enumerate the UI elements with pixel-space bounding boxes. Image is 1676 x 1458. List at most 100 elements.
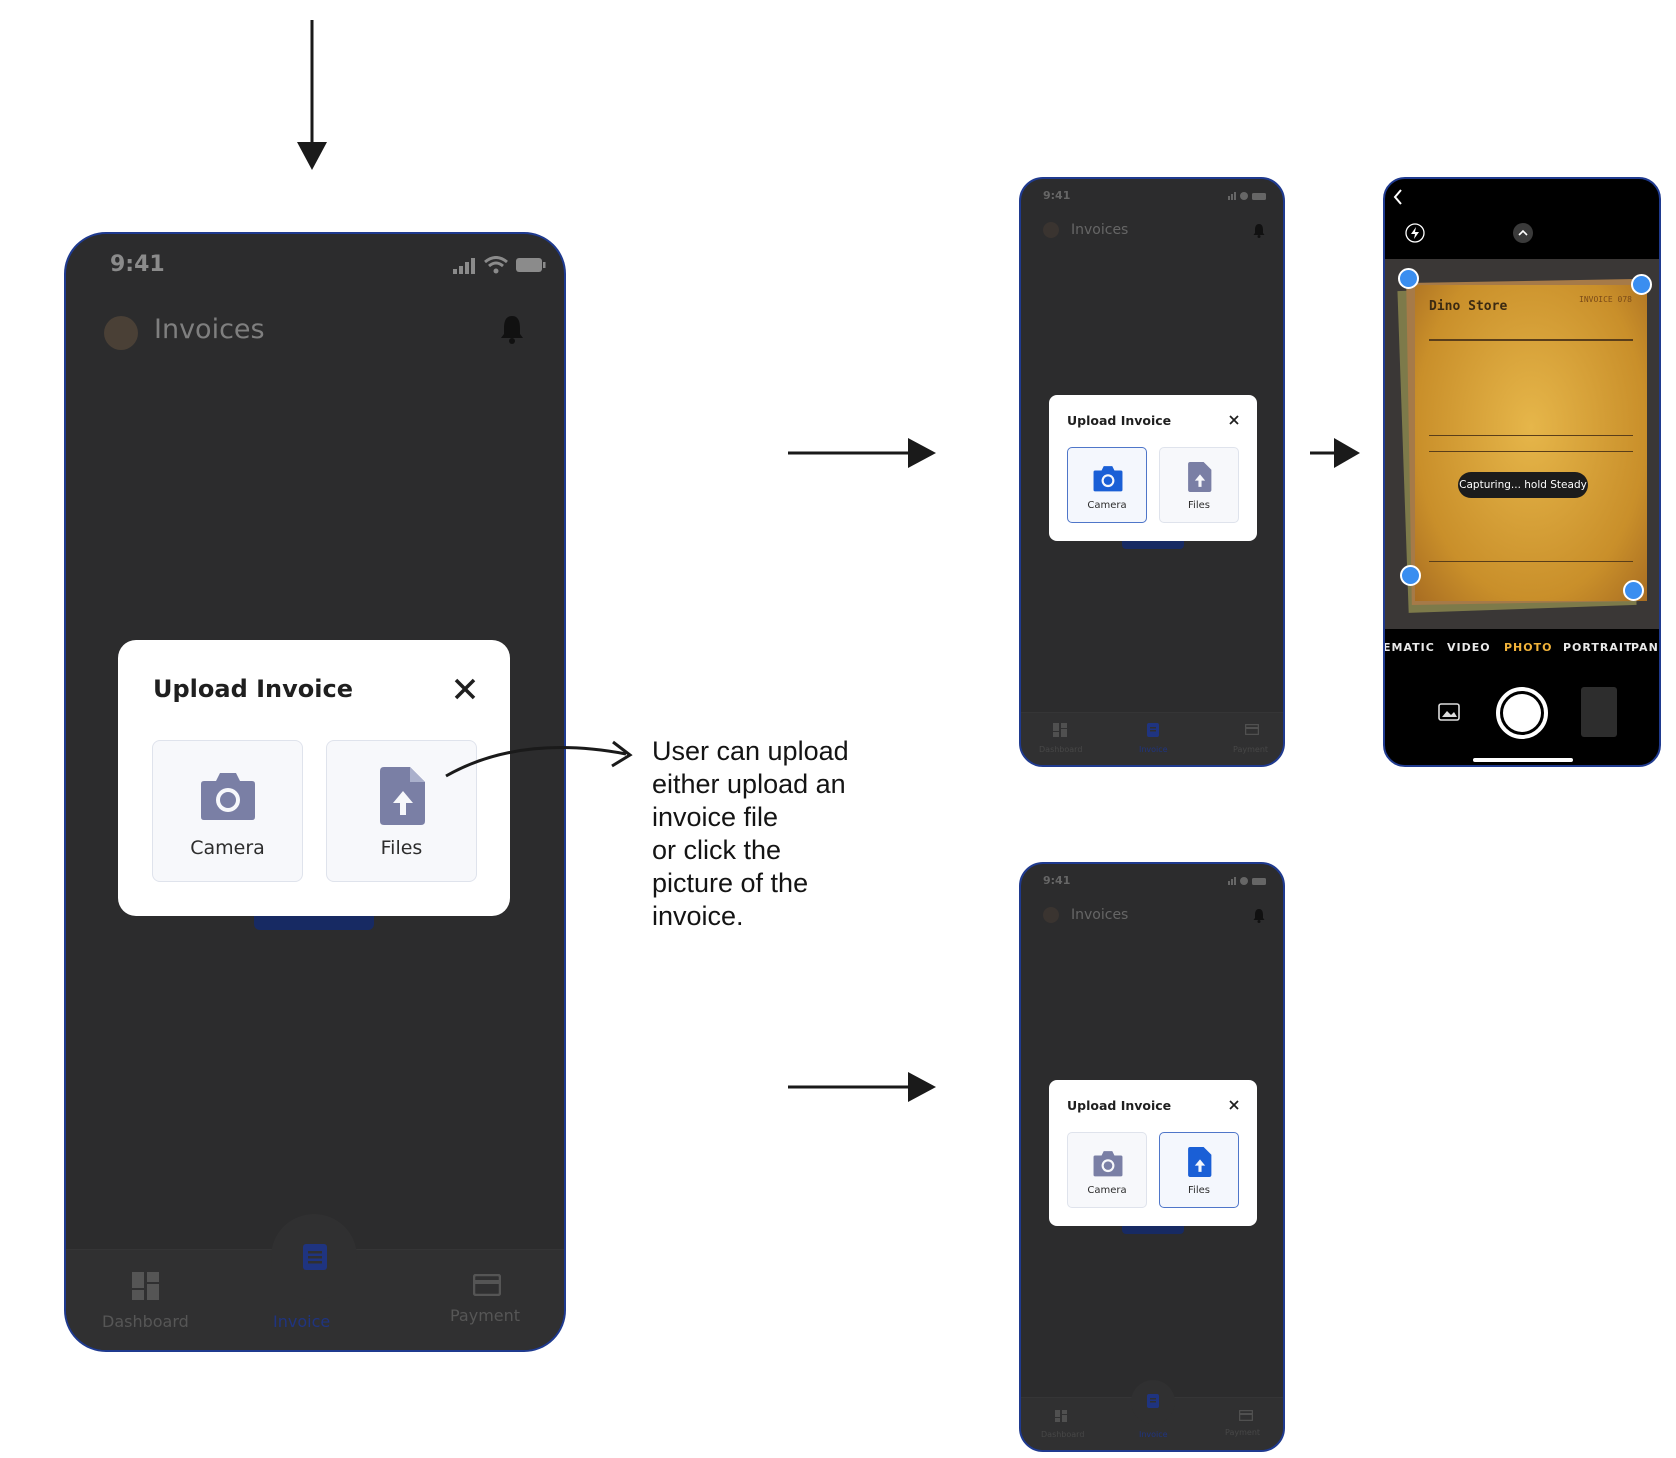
document-store-name: Dino Store bbox=[1429, 299, 1508, 314]
annotation-line: User can upload bbox=[652, 736, 849, 766]
invoice-tab-icon[interactable] bbox=[1147, 1394, 1159, 1408]
annotation-text: User can upload either upload an invoice… bbox=[652, 735, 892, 933]
annotation-pointer-arrow bbox=[445, 740, 633, 778]
camera-icon bbox=[200, 771, 256, 821]
flash-icon[interactable] bbox=[1405, 223, 1425, 243]
invoice-tab-icon[interactable] bbox=[1147, 723, 1159, 737]
close-icon[interactable] bbox=[1229, 415, 1239, 425]
modal-title: Upload Invoice bbox=[1067, 413, 1172, 428]
tab-payment[interactable]: Payment bbox=[1233, 745, 1269, 754]
tab-dashboard[interactable]: Dashboard bbox=[1041, 1430, 1085, 1439]
camera-capture-screen: Dino Store INVOICE 078 Capturing... hold… bbox=[1383, 177, 1661, 767]
page-title: Invoices bbox=[1071, 907, 1129, 923]
camera-option-button[interactable]: Camera bbox=[1067, 447, 1147, 523]
avatar[interactable] bbox=[1043, 222, 1059, 238]
capturing-toast: Capturing... hold Steady bbox=[1458, 472, 1588, 498]
tab-invoice[interactable]: Invoice bbox=[1139, 745, 1168, 754]
dashboard-icon[interactable] bbox=[1053, 723, 1067, 737]
phone-camera-selected: 9:41 Invoices Dashboard Invoice Payment … bbox=[1019, 177, 1285, 767]
mode-video[interactable]: VIDEO bbox=[1447, 641, 1491, 654]
tab-payment[interactable]: Payment bbox=[450, 1306, 521, 1325]
shutter-button[interactable] bbox=[1496, 687, 1548, 739]
battery-icon bbox=[1228, 192, 1268, 200]
page-title: Invoices bbox=[1071, 222, 1129, 238]
crop-handle[interactable] bbox=[1631, 274, 1652, 295]
file-upload-icon bbox=[380, 767, 426, 825]
tab-dashboard[interactable]: Dashboard bbox=[102, 1312, 189, 1331]
file-upload-icon bbox=[1188, 462, 1212, 492]
mode-portrait[interactable]: PORTRAIT bbox=[1563, 641, 1633, 654]
back-chevron-icon[interactable] bbox=[1393, 189, 1403, 205]
wifi-icon bbox=[484, 256, 508, 274]
camera-icon bbox=[1093, 1150, 1123, 1177]
document-heading: INVOICE 078 bbox=[1579, 295, 1632, 304]
invoice-document: Dino Store INVOICE 078 bbox=[1415, 285, 1647, 601]
signal-icon bbox=[453, 258, 477, 274]
status-time: 9:41 bbox=[110, 252, 165, 277]
flow-arrow-right-top bbox=[788, 438, 936, 468]
document-rule bbox=[1429, 561, 1633, 562]
files-option-button[interactable]: Files bbox=[1159, 447, 1239, 523]
bottom-tab-bar: Dashboard Invoice Payment bbox=[66, 1214, 564, 1350]
camera-option-label: Camera bbox=[1087, 1185, 1127, 1196]
card-icon[interactable] bbox=[1239, 1410, 1253, 1421]
upload-invoice-modal: Upload Invoice Camera Files bbox=[1049, 395, 1257, 541]
files-option-button[interactable]: Files bbox=[326, 740, 477, 882]
annotation-line: invoice. bbox=[652, 901, 744, 931]
camera-option-button[interactable]: Camera bbox=[1067, 1132, 1147, 1208]
tab-dashboard[interactable]: Dashboard bbox=[1039, 745, 1083, 754]
tab-payment[interactable]: Payment bbox=[1225, 1428, 1261, 1437]
tab-invoice[interactable]: Invoice bbox=[1139, 1430, 1168, 1439]
modal-title: Upload Invoice bbox=[153, 675, 353, 703]
crop-handle[interactable] bbox=[1623, 580, 1644, 601]
camera-icon bbox=[1093, 465, 1123, 492]
status-time: 9:41 bbox=[1043, 874, 1071, 887]
battery-icon bbox=[516, 257, 546, 273]
crop-handle[interactable] bbox=[1398, 268, 1419, 289]
mode-pano[interactable]: PANO bbox=[1631, 641, 1659, 654]
gallery-icon[interactable] bbox=[1438, 703, 1460, 721]
flow-arrow-down bbox=[297, 20, 327, 170]
upload-invoice-modal: Upload Invoice Camera Files bbox=[1049, 1080, 1257, 1226]
files-option-label: Files bbox=[1188, 1185, 1210, 1196]
close-icon[interactable] bbox=[1229, 1100, 1239, 1110]
card-icon[interactable] bbox=[1245, 724, 1259, 735]
file-upload-icon bbox=[1188, 1147, 1212, 1177]
files-option-label: Files bbox=[380, 837, 423, 859]
flow-arrow-right-camera bbox=[1310, 438, 1360, 468]
crop-handle[interactable] bbox=[1400, 565, 1421, 586]
bell-icon[interactable] bbox=[500, 314, 524, 344]
page-title: Invoices bbox=[154, 314, 265, 345]
avatar[interactable] bbox=[1043, 907, 1059, 923]
close-icon[interactable] bbox=[454, 678, 476, 700]
status-time: 9:41 bbox=[1043, 189, 1071, 202]
tab-invoice[interactable]: Invoice bbox=[273, 1312, 331, 1331]
flow-arrow-right-bottom bbox=[788, 1072, 936, 1102]
home-indicator bbox=[1473, 758, 1573, 762]
bell-icon[interactable] bbox=[1253, 223, 1265, 238]
expand-up-icon[interactable] bbox=[1513, 223, 1533, 243]
bell-icon[interactable] bbox=[1253, 908, 1265, 923]
mode-cinematic[interactable]: EMATIC bbox=[1383, 641, 1435, 654]
camera-option-label: Camera bbox=[1087, 500, 1127, 511]
invoice-tab-icon[interactable] bbox=[303, 1244, 327, 1270]
files-option-button[interactable]: Files bbox=[1159, 1132, 1239, 1208]
avatar[interactable] bbox=[104, 316, 138, 350]
modal-title: Upload Invoice bbox=[1067, 1098, 1172, 1113]
document-rule bbox=[1429, 435, 1633, 436]
annotation-line: picture of the bbox=[652, 868, 809, 898]
dashboard-icon[interactable] bbox=[1055, 1410, 1067, 1422]
phone-files-selected: 9:41 Invoices Dashboard Invoice Payment … bbox=[1019, 862, 1285, 1452]
mode-photo[interactable]: PHOTO bbox=[1504, 641, 1553, 654]
annotation-line: or click the bbox=[652, 835, 782, 865]
camera-option-button[interactable]: Camera bbox=[152, 740, 303, 882]
document-rule bbox=[1429, 339, 1633, 341]
camera-viewfinder: Dino Store INVOICE 078 Capturing... hold… bbox=[1385, 259, 1659, 629]
camera-switch-button[interactable] bbox=[1581, 687, 1617, 737]
battery-icon bbox=[1228, 877, 1268, 885]
card-icon[interactable] bbox=[473, 1274, 501, 1296]
dashboard-icon[interactable] bbox=[132, 1272, 160, 1300]
annotation-line: invoice file bbox=[652, 802, 779, 832]
camera-option-label: Camera bbox=[190, 837, 265, 859]
document-rule bbox=[1429, 451, 1633, 452]
